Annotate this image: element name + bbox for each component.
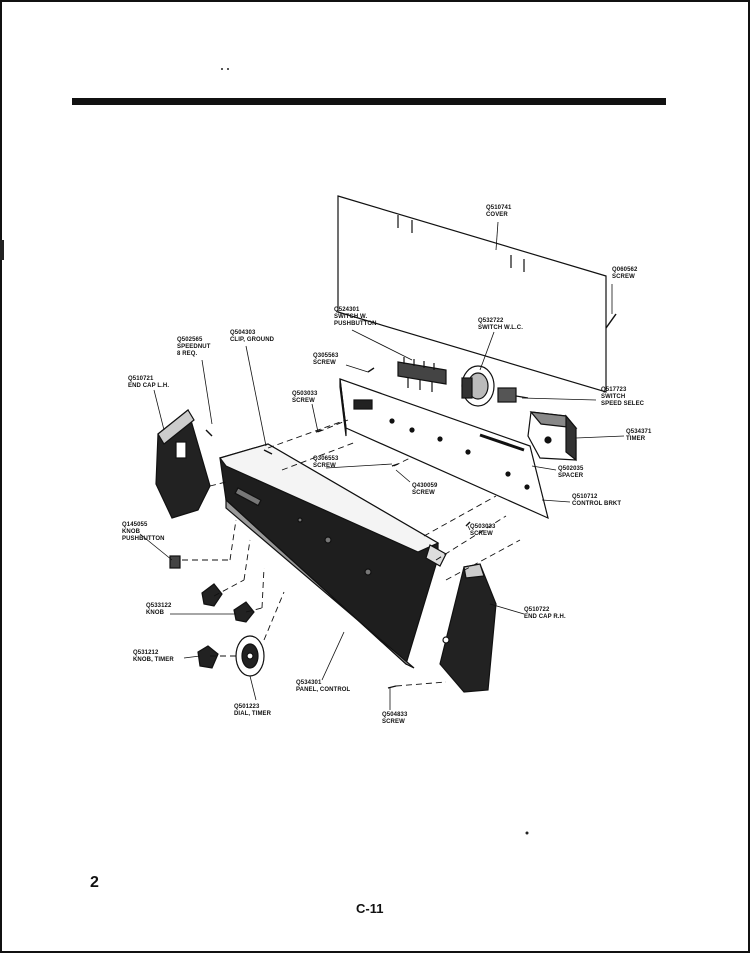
knob-timer-part xyxy=(197,645,219,669)
sheet-code: C-11 xyxy=(356,901,383,916)
header-rule xyxy=(72,98,666,105)
switch-speed-part xyxy=(497,387,529,403)
end-cap-lh-part xyxy=(155,408,211,519)
control-panel xyxy=(219,443,447,669)
assembly-lines xyxy=(182,419,521,687)
end-cap-rh-part xyxy=(439,563,497,693)
timer-part xyxy=(527,411,578,462)
label-cover-part: Q510741 xyxy=(486,205,512,211)
speck-marks xyxy=(0,68,529,835)
switch-pushbutton-part xyxy=(397,357,447,392)
dial-timer-part xyxy=(235,635,265,677)
knob-part xyxy=(201,583,255,623)
leader-lines xyxy=(139,221,625,710)
cover-screw xyxy=(605,313,617,329)
page-number: 2 xyxy=(90,874,99,891)
cover-plate xyxy=(337,195,607,393)
label-cover-desc: COVER xyxy=(486,212,508,218)
switch-wlc-part xyxy=(461,365,495,407)
control-bracket xyxy=(339,378,549,520)
knob-pushbutton-part xyxy=(169,555,181,569)
